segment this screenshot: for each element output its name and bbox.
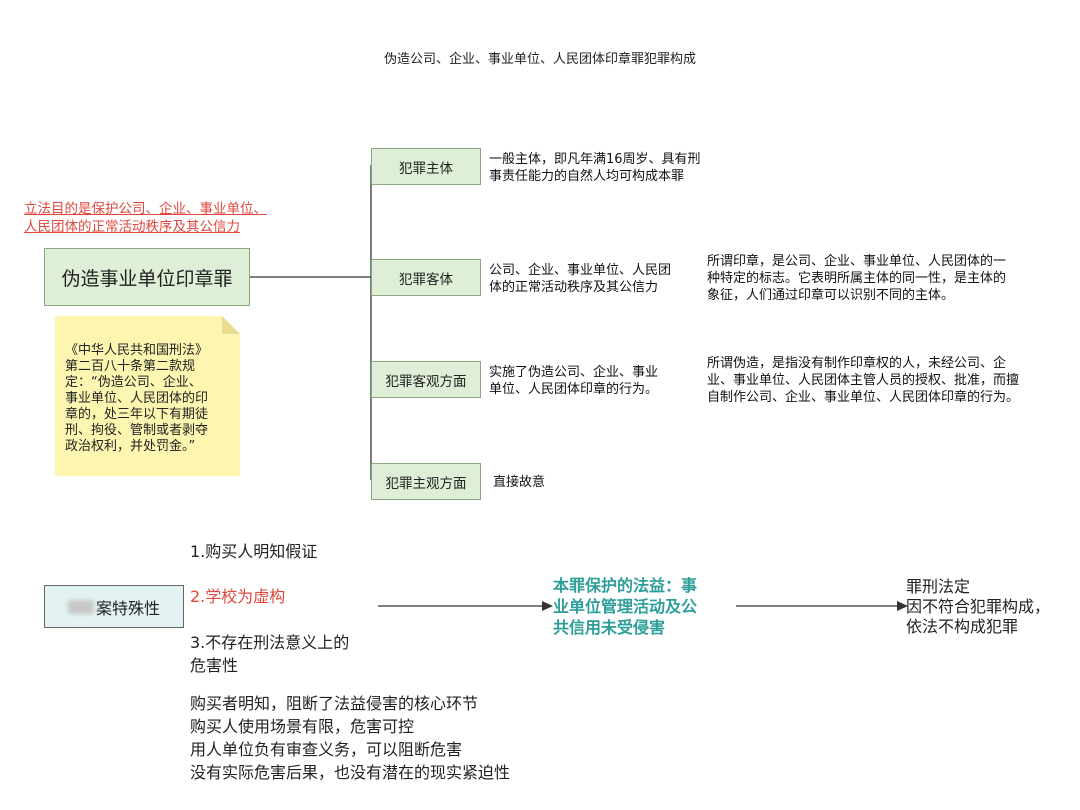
purpose-note-line: 立法目的是保护公司、企业、事业单位、 (24, 201, 267, 217)
sticky-line: 事业单位、人民团体的印 (65, 391, 209, 406)
purpose-note: 立法目的是保护公司、企业、事业单位、 人民团体的正常活动秩序及其公信力 (24, 200, 324, 236)
case-point-2: 2.学校为虚构 (190, 587, 286, 606)
case-point-3: 3.不存在刑法意义上的危害性 (190, 633, 350, 675)
case-node[interactable]: 案特殊性 (44, 585, 184, 628)
main-node[interactable]: 伪造事业单位印章罪 (44, 248, 250, 306)
case-node-label: 案特殊性 (95, 598, 160, 618)
sticky-line: 第二百八十条第二款规 (65, 359, 196, 374)
redacted-mark (67, 599, 94, 614)
sticky-line: 章的，处三年以下有期徒 (65, 407, 209, 422)
branch-subjective-desc: 直接故意 (493, 475, 546, 490)
case-reasons: 购买者明知，阻断了法益侵害的核心环节 购买人使用场景有限，危害可控 用人单位负有… (190, 694, 511, 782)
sticky-line: 刑、拘役、管制或者剥夺 (65, 423, 209, 438)
branch-objective[interactable]: 犯罪客观方面 (371, 361, 481, 398)
sticky-line: 政治权利，并处罚金。” (65, 439, 196, 454)
sticky-fold-corner (222, 316, 240, 334)
protected-interest: 本罪保护的法益：事 业单位管理活动及公 共信用未受侵害 (553, 576, 698, 637)
branch-objective-desc: 实施了伪造公司、企业、事业单位、人民团体印章的行为。 (489, 365, 659, 397)
forgery-definition-note: 所谓伪造，是指没有制作印章权的人，未经公司、企业、事业单位、人民团体主管人员的授… (707, 356, 1020, 405)
seal-definition-note: 所谓印章，是公司、企业、事业单位、人民团体的一种特定的标志。它表明所属主体的同一… (707, 254, 1007, 303)
purpose-note-line: 人民团体的正常活动秩序及其公信力 (24, 219, 240, 235)
sticky-line: 定：“伪造公司、企业、 (65, 375, 202, 390)
branch-subject[interactable]: 犯罪主体 (371, 148, 481, 185)
sticky-line: 《中华人民共和国刑法》 (65, 343, 209, 358)
branch-object-desc: 公司、企业、事业单位、人民团体的正常活动秩序及其公信力 (489, 263, 672, 295)
page-title: 伪造公司、企业、事业单位、人民团体印章罪犯罪构成 (383, 52, 696, 67)
branch-subject-desc: 一般主体，即凡年满16周岁、具有刑事责任能力的自然人均可构成本罪 (489, 152, 701, 184)
branch-object[interactable]: 犯罪客体 (371, 259, 481, 296)
law-sticky-note: 《中华人民共和国刑法》 第二百八十条第二款规 定：“伪造公司、企业、 事业单位、… (55, 316, 240, 476)
case-point-1: 1.购买人明知假证 (190, 542, 318, 561)
branch-subjective[interactable]: 犯罪主观方面 (371, 463, 481, 500)
conclusion: 罪刑法定 因不符合犯罪构成， 依法不构成犯罪 (906, 577, 1051, 636)
